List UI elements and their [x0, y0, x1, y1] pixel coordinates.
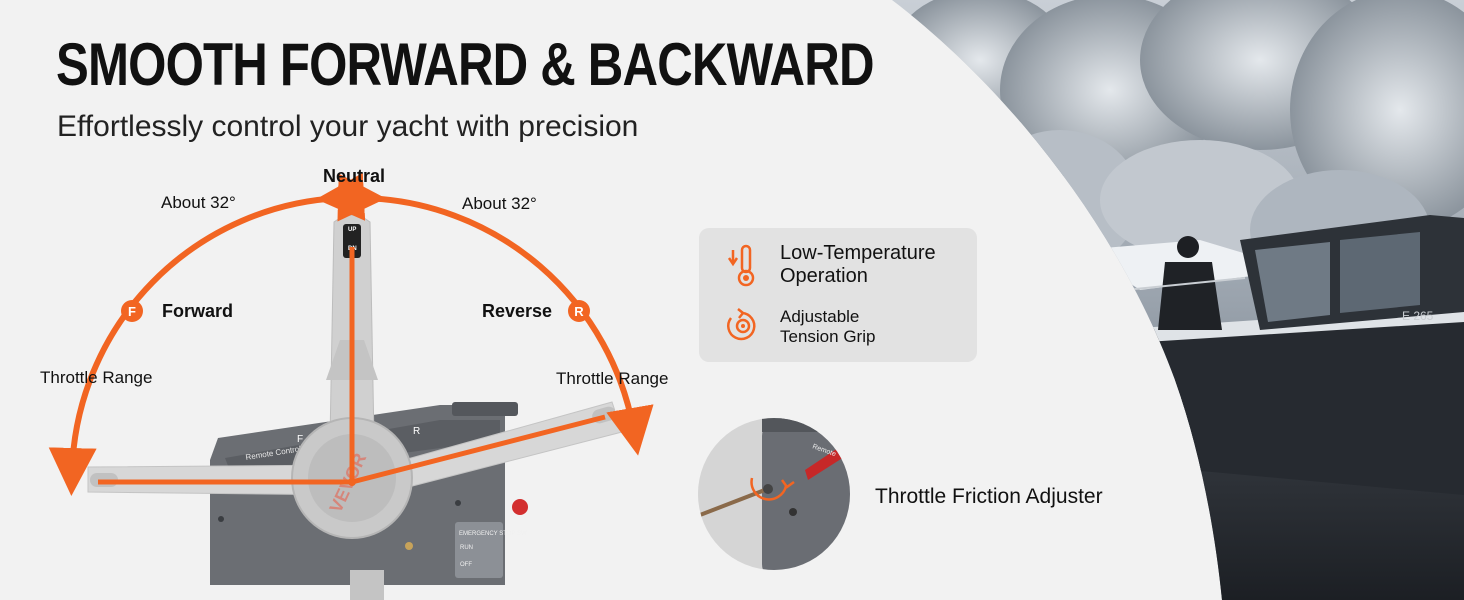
- forward-badge: [121, 300, 143, 322]
- plate-run: RUN: [460, 545, 473, 551]
- page-title: SMOOTH FORWARD & BACKWARD: [56, 31, 875, 98]
- reverse-badge: [568, 300, 590, 322]
- right-angle-label: About 32°: [462, 194, 537, 213]
- reverse-label: Reverse: [482, 301, 553, 321]
- left-angle-label: About 32°: [161, 193, 236, 212]
- plate-off: OFF: [460, 562, 472, 568]
- forward-badge-text: F: [128, 304, 136, 319]
- left-throttle-arc: [48, 172, 366, 496]
- thermometer-icon: [727, 244, 755, 287]
- feature-tension-grip-label: Adjustable Tension Grip: [780, 307, 876, 346]
- features-panel: [699, 228, 977, 362]
- left-throttle-range-label: Throttle Range: [40, 368, 153, 387]
- plate-text: EMERGENCY STOP SW: [459, 531, 527, 537]
- throttle-friction-adjuster-label: Throttle Friction Adjuster: [875, 485, 1103, 508]
- reverse-line: [351, 414, 606, 485]
- feature-low-temp-label: Low-Temperature Operation: [780, 242, 936, 287]
- svg-text:E 265: E 265: [1402, 309, 1434, 323]
- neutral-label: Neutral: [323, 166, 386, 186]
- page-subtitle: Effortlessly control your yacht with pre…: [57, 110, 639, 143]
- right-throttle-range-label: Throttle Range: [556, 369, 669, 388]
- reverse-badge-text: R: [574, 304, 584, 319]
- forward-label: Forward: [162, 301, 234, 321]
- tension-grip-icon: [727, 308, 756, 341]
- right-throttle-arc: [337, 173, 654, 456]
